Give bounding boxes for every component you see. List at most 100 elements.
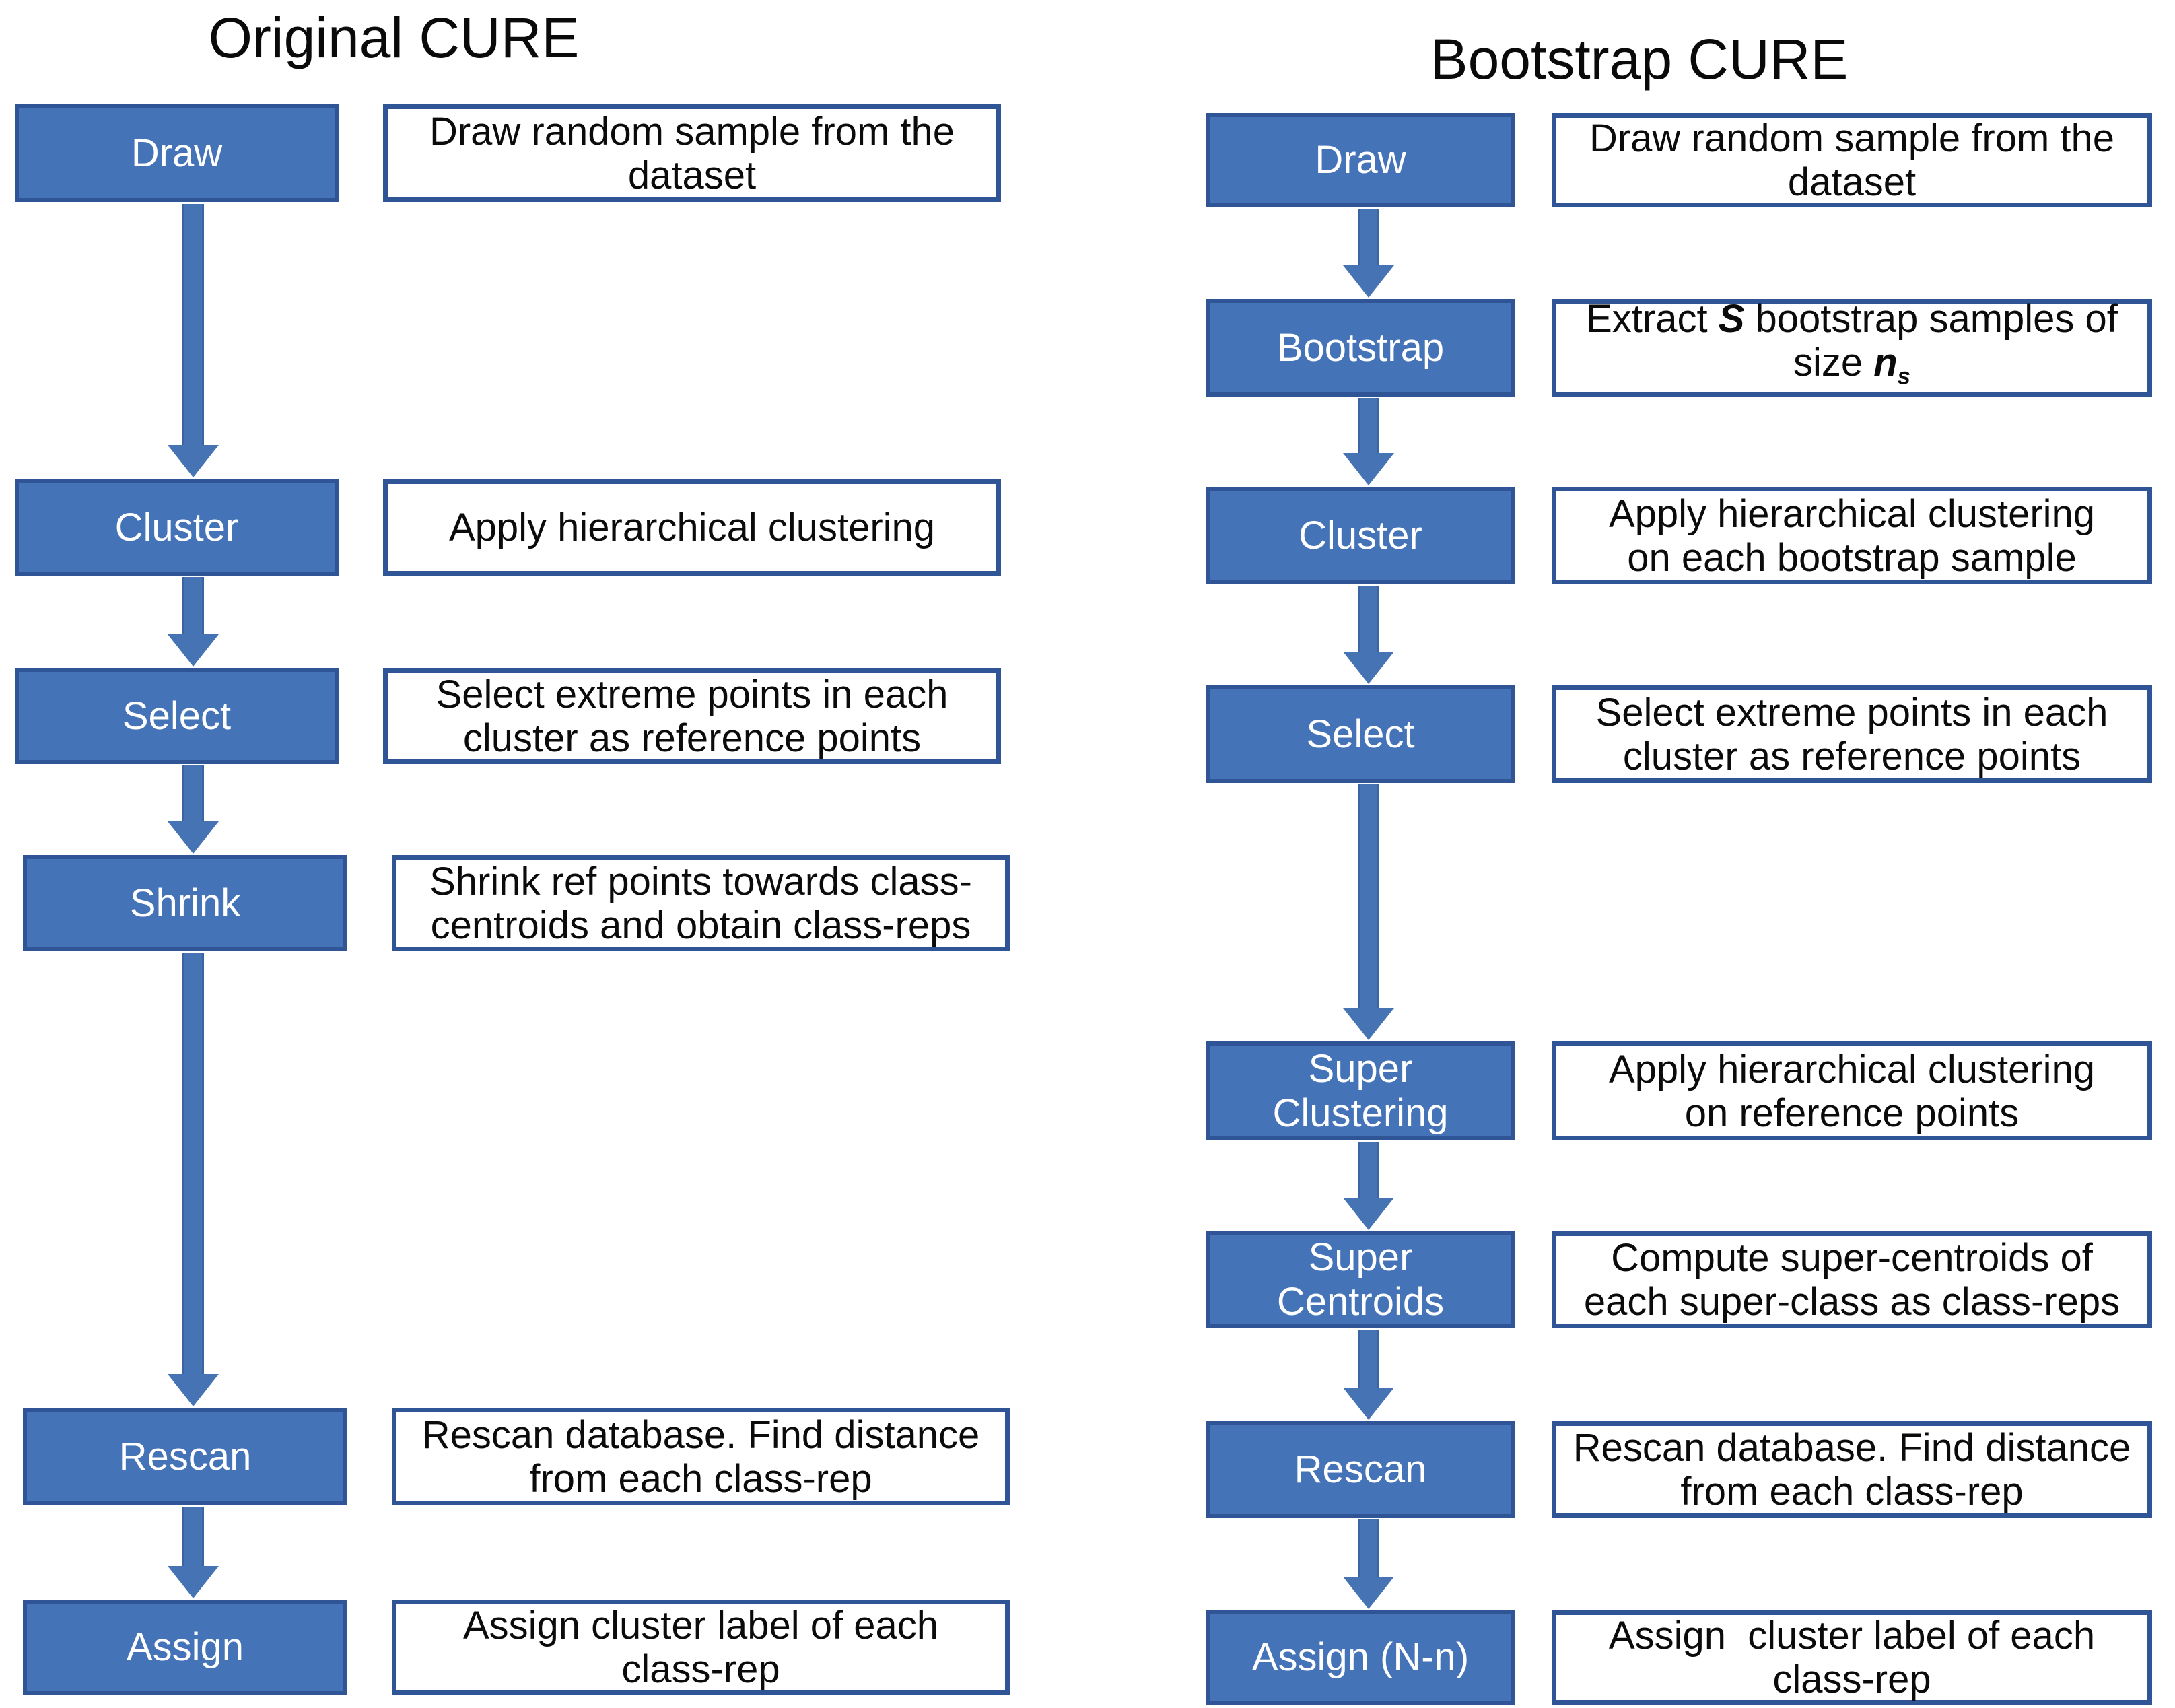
arrow-down-icon-left-cluster-to-select [168,577,219,667]
arrow-shaft [1358,784,1379,1008]
right-desc-select: Select extreme points in each cluster as… [1552,685,2152,783]
arrow-head [1343,1008,1394,1040]
desc-line: Apply hierarchical clustering [1608,1047,2096,1091]
right-desc-super-centroids: Compute super-centroids of each super-cl… [1552,1231,2152,1328]
left-desc-assign: Assign cluster label of each class-rep [392,1600,1010,1695]
desc-line: dataset [627,153,757,197]
arrow-down-icon-left-shrink-to-rescan [168,953,219,1406]
step-label: Cluster [1299,513,1422,557]
step-label: Super Centroids [1276,1235,1445,1324]
desc-line: Apply hierarchical clustering [1608,491,2096,536]
arrow-shaft [1358,1519,1379,1577]
left-desc-draw: Draw random sample from the dataset [383,104,1001,202]
variable-n-subscript: s [1897,363,1911,390]
left-desc-select: Select extreme points in each cluster as… [383,668,1001,764]
right-step-box-select: Select [1206,685,1515,783]
desc-line: each super-class as class-reps [1583,1280,2120,1324]
step-label: Shrink [129,881,241,925]
right-step-box-rescan: Rescan [1206,1421,1515,1518]
desc-line: dataset [1787,160,1917,204]
arrow-down-icon-right-super-centroids-to-rescan [1343,1330,1394,1420]
step-label: Select [122,693,232,738]
arrow-shaft [1358,1330,1379,1388]
arrow-shaft [1358,209,1379,265]
desc-line: on each bootstrap sample [1627,535,2077,580]
step-label: Assign (N-n) [1251,1635,1470,1679]
step-label: Assign [126,1625,244,1669]
arrow-shaft [182,204,204,445]
desc-line: size ns [1793,341,1910,399]
right-column-title: Bootstrap CURE [1430,28,1849,91]
left-step-box-rescan: Rescan [23,1408,347,1505]
desc-line: Draw random sample from the [1589,116,2115,160]
right-desc-assign: Assign cluster label of each class-rep [1552,1610,2152,1705]
right-step-box-cluster: Cluster [1206,487,1515,584]
left-desc-cluster: Apply hierarchical clustering [383,479,1001,576]
arrow-down-icon-right-super-clustering-to-super-centroids [1343,1142,1394,1230]
desc-line: Apply hierarchical clustering [448,506,936,549]
left-step-box-draw: Draw [15,104,339,202]
right-desc-cluster: Apply hierarchical clustering on each bo… [1552,487,2152,584]
right-desc-bootstrap: Extract S bootstrap samples of size ns [1552,297,2152,399]
left-desc-rescan: Rescan database. Find distance from each… [392,1408,1010,1505]
step-label: Rescan [1294,1447,1427,1491]
right-desc-draw: Draw random sample from the dataset [1552,113,2152,207]
arrow-down-icon-right-select-to-super-clustering [1343,784,1394,1040]
arrow-down-icon-right-draw-to-bootstrap [1343,209,1394,298]
desc-text: Extract [1586,297,1719,341]
right-step-box-assign: Assign (N-n) [1206,1610,1515,1705]
arrow-down-icon-right-bootstrap-to-cluster [1343,398,1394,485]
arrow-down-icon-right-rescan-to-assign [1343,1519,1394,1609]
variable-S: S [1718,297,1745,341]
left-step-box-select: Select [15,668,339,764]
desc-line: Assign cluster label of each [462,1604,939,1647]
desc-line: Select extreme points in each [1595,690,2108,735]
left-step-box-assign: Assign [23,1600,347,1695]
variable-n: n [1873,341,1898,385]
arrow-head [1343,453,1394,485]
desc-line: Shrink ref points towards class- [429,859,972,903]
arrow-shaft [182,1507,204,1566]
left-step-box-cluster: Cluster [15,479,339,576]
step-label: Draw [1315,138,1406,182]
arrow-shaft [182,765,204,821]
arrow-shaft [182,577,204,634]
arrow-down-icon-right-cluster-to-select [1343,586,1394,684]
desc-text: size [1793,341,1874,385]
arrow-down-icon-left-rescan-to-assign [168,1507,219,1598]
arrow-down-icon-left-select-to-shrink [168,765,219,854]
arrow-head [168,1374,219,1406]
arrow-head [1343,1198,1394,1230]
desc-line: Draw random sample from the [429,109,955,153]
left-column-title: Original CURE [208,6,580,69]
desc-line: Compute super-centroids of [1611,1236,2093,1280]
step-label: Rescan [118,1434,252,1478]
step-label: Bootstrap [1276,325,1445,370]
right-desc-super-clustering: Apply hierarchical clustering on referen… [1552,1041,2152,1140]
desc-line: from each class-rep [1680,1470,2024,1513]
desc-line: class-rep [1772,1658,1931,1701]
step-label: Select [1306,712,1415,756]
desc-line: cluster as reference points [1622,734,2081,778]
step-label: Cluster [114,505,239,549]
desc-line: Rescan database. Find distance [421,1412,980,1457]
arrow-down-icon-left-draw-to-cluster [168,204,219,477]
desc-line: from each class-rep [529,1456,872,1501]
arrow-head [1343,1577,1394,1609]
right-desc-rescan: Rescan database. Find distance from each… [1552,1421,2152,1518]
arrow-shaft [1358,586,1379,652]
arrow-head [168,1566,219,1598]
arrow-shaft [182,953,204,1374]
right-step-box-super-clustering: Super Clustering [1206,1041,1515,1140]
step-label: Super Clustering [1272,1046,1449,1135]
arrow-shaft [1358,1142,1379,1198]
right-step-box-super-centroids: Super Centroids [1206,1231,1515,1328]
arrow-head [1343,1388,1394,1420]
desc-line: class-rep [621,1647,780,1691]
right-step-box-draw: Draw [1206,113,1515,207]
arrow-head [1343,652,1394,684]
desc-line: Assign cluster label of each [1608,1614,2096,1658]
step-label: Draw [131,131,223,175]
desc-line: Select extreme points in each [436,672,948,716]
